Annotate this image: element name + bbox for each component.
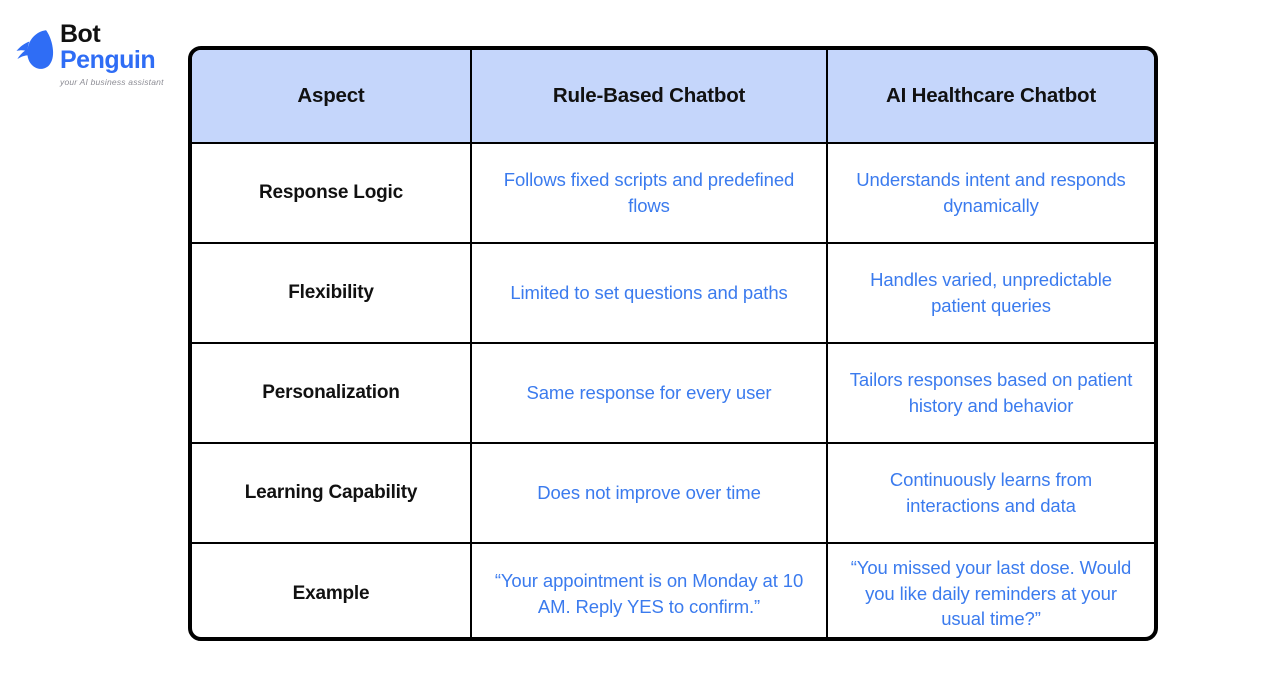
cell-ai-healthcare: Continuously learns from interactions an…	[826, 444, 1154, 542]
aspect-label: Personalization	[262, 382, 400, 404]
table-row: Example “Your appointment is on Monday a…	[192, 542, 1154, 637]
ai-healthcare-value: Understands intent and responds dynamica…	[856, 169, 1126, 216]
rule-based-value: Does not improve over time	[537, 482, 761, 504]
table-row: Personalization Same response for every …	[192, 342, 1154, 442]
logo-tagline: your AI business assistant	[60, 77, 164, 87]
rule-based-value: “Your appointment is on Monday at 10 AM.…	[494, 569, 804, 617]
table-header-row: Aspect Rule-Based Chatbot AI Healthcare …	[192, 50, 1154, 142]
logo-text-block: Bot Penguin your AI business assistant	[60, 20, 164, 87]
brand-logo: Bot Penguin your AI business assistant	[14, 20, 204, 87]
cell-ai-healthcare: Handles varied, unpredictable patient qu…	[826, 244, 1154, 342]
penguin-icon	[16, 30, 54, 69]
ai-healthcare-value: Continuously learns from interactions an…	[889, 469, 1093, 516]
table-row: Flexibility Limited to set questions and…	[192, 242, 1154, 342]
logo-word-bot: Bot	[60, 20, 101, 48]
cell-rule-based: Limited to set questions and paths	[470, 244, 826, 342]
cell-rule-based: Does not improve over time	[470, 444, 826, 542]
ai-healthcare-value: Handles varied, unpredictable patient qu…	[870, 269, 1112, 316]
cell-aspect: Learning Capability	[192, 444, 470, 542]
cell-rule-based: Follows fixed scripts and predefined flo…	[470, 144, 826, 242]
cell-ai-healthcare: Understands intent and responds dynamica…	[826, 144, 1154, 242]
aspect-label: Learning Capability	[244, 482, 418, 504]
column-header-aspect-label: Aspect	[297, 84, 365, 107]
column-header-rule-based: Rule-Based Chatbot	[470, 50, 826, 142]
cell-aspect: Example	[192, 544, 470, 637]
ai-healthcare-value: Tailors responses based on patient histo…	[849, 369, 1133, 416]
cell-aspect: Response Logic	[192, 144, 470, 242]
aspect-label: Response Logic	[259, 182, 403, 204]
cell-ai-healthcare: Tailors responses based on patient histo…	[826, 344, 1154, 442]
table-row: Learning Capability Does not improve ove…	[192, 442, 1154, 542]
cell-aspect: Personalization	[192, 344, 470, 442]
table-row: Response Logic Follows fixed scripts and…	[192, 142, 1154, 242]
comparison-table: Aspect Rule-Based Chatbot AI Healthcare …	[188, 46, 1158, 641]
cell-rule-based: Same response for every user	[470, 344, 826, 442]
ai-healthcare-value: “You missed your last dose. Would you li…	[850, 557, 1132, 630]
aspect-label: Example	[292, 582, 370, 604]
cell-aspect: Flexibility	[192, 244, 470, 342]
rule-based-value: Same response for every user	[526, 382, 772, 404]
cell-rule-based: “Your appointment is on Monday at 10 AM.…	[470, 544, 826, 637]
aspect-label: Flexibility	[288, 282, 374, 304]
column-header-rule-based-label: Rule-Based Chatbot	[552, 84, 746, 107]
column-header-ai-healthcare: AI Healthcare Chatbot	[826, 50, 1154, 142]
rule-based-value: Limited to set questions and paths	[510, 282, 788, 304]
cell-ai-healthcare: “You missed your last dose. Would you li…	[826, 544, 1154, 637]
column-header-aspect: Aspect	[192, 50, 470, 142]
logo-word-penguin: Penguin	[60, 45, 156, 74]
rule-based-value: Follows fixed scripts and predefined flo…	[503, 169, 795, 216]
column-header-ai-healthcare-label: AI Healthcare Chatbot	[886, 84, 1096, 107]
